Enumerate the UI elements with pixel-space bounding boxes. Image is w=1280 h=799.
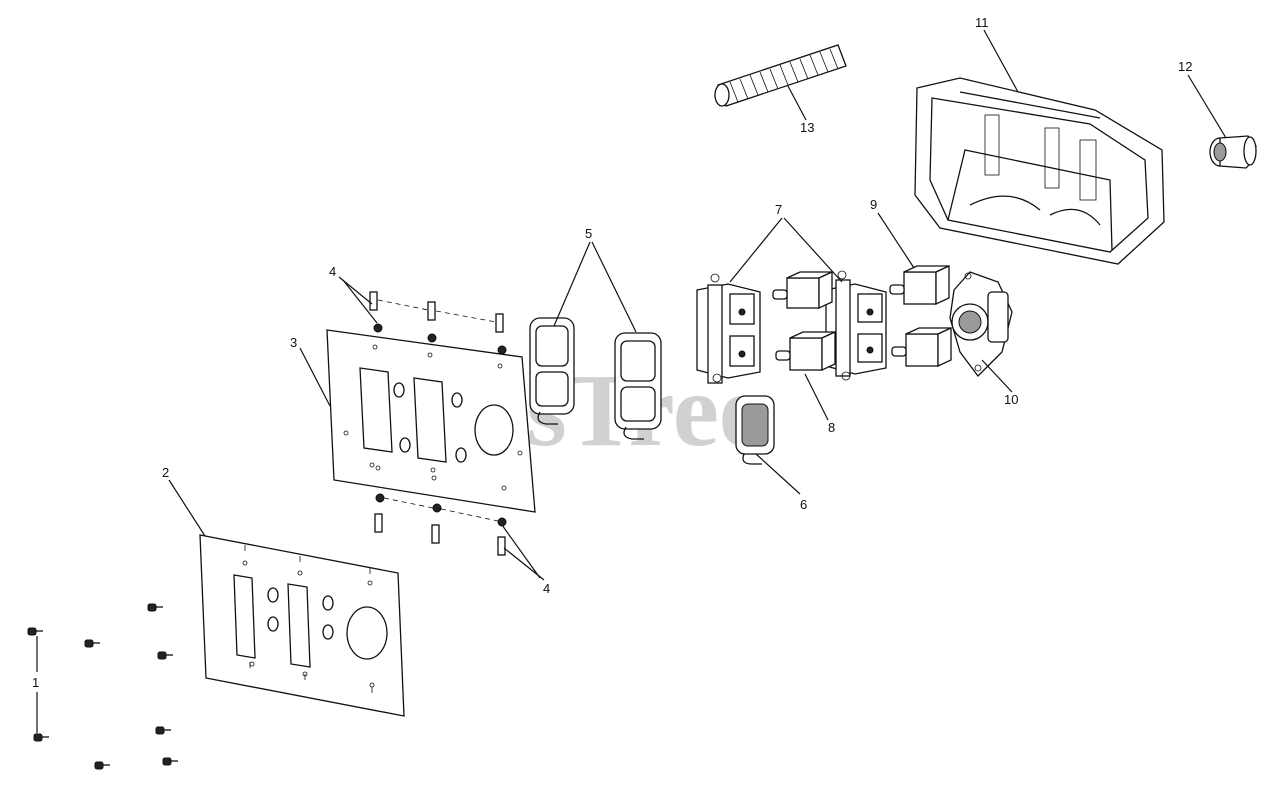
callout-1[interactable]: 1: [32, 675, 39, 690]
callout-7[interactable]: 7: [775, 202, 782, 217]
part-10-twist-lock-receptacle[interactable]: [949, 271, 1013, 377]
callout-9[interactable]: 9: [870, 197, 877, 212]
callout-3[interactable]: 3: [290, 335, 297, 350]
callout-11[interactable]: 11: [975, 15, 989, 30]
part-1-screws[interactable]: [27, 603, 178, 770]
part-9-breakers[interactable]: [889, 264, 952, 368]
callout-8[interactable]: 8: [828, 420, 835, 435]
part-7-receptacle-left[interactable]: [696, 273, 761, 384]
part-13-corrugated-tube[interactable]: [714, 44, 847, 107]
screw-icon: [27, 627, 43, 636]
callout-6[interactable]: 6: [800, 497, 807, 512]
callout-10[interactable]: 10: [1004, 392, 1018, 407]
part-2-cover-plate[interactable]: [199, 534, 405, 717]
screw-icon: [84, 639, 100, 648]
part-12-grommet[interactable]: [1209, 135, 1257, 169]
callout-4-bottom[interactable]: 4: [543, 581, 550, 596]
screw-icon: [33, 733, 49, 742]
leader-lines: [168, 29, 1227, 581]
part-7-receptacle-right[interactable]: [825, 270, 887, 381]
part-6-outlet-cover-small[interactable]: [735, 395, 775, 465]
part-5-outlet-cover-right[interactable]: [614, 332, 662, 440]
callout-12[interactable]: 12: [1178, 59, 1192, 74]
screw-icon: [147, 603, 163, 612]
callout-numbers: 1 2 3 4 4 5 6 7 8 9 10 11 12 13: [32, 15, 1192, 690]
screw-icon: [157, 651, 173, 660]
screw-icon: [94, 761, 110, 770]
part-11-housing-box[interactable]: [914, 77, 1165, 265]
callout-13[interactable]: 13: [800, 120, 814, 135]
part-4-clips-bottom[interactable]: [374, 493, 507, 556]
screw-icon: [162, 757, 178, 766]
part-3-inner-plate[interactable]: [326, 329, 536, 513]
part-4-clips-top[interactable]: [369, 291, 507, 355]
screw-icon: [155, 726, 171, 735]
callout-4-top[interactable]: 4: [329, 264, 336, 279]
callout-5[interactable]: 5: [585, 226, 592, 241]
part-5-outlet-cover-left[interactable]: [529, 317, 575, 425]
part-8-breakers[interactable]: [772, 270, 836, 372]
callout-2[interactable]: 2: [162, 465, 169, 480]
